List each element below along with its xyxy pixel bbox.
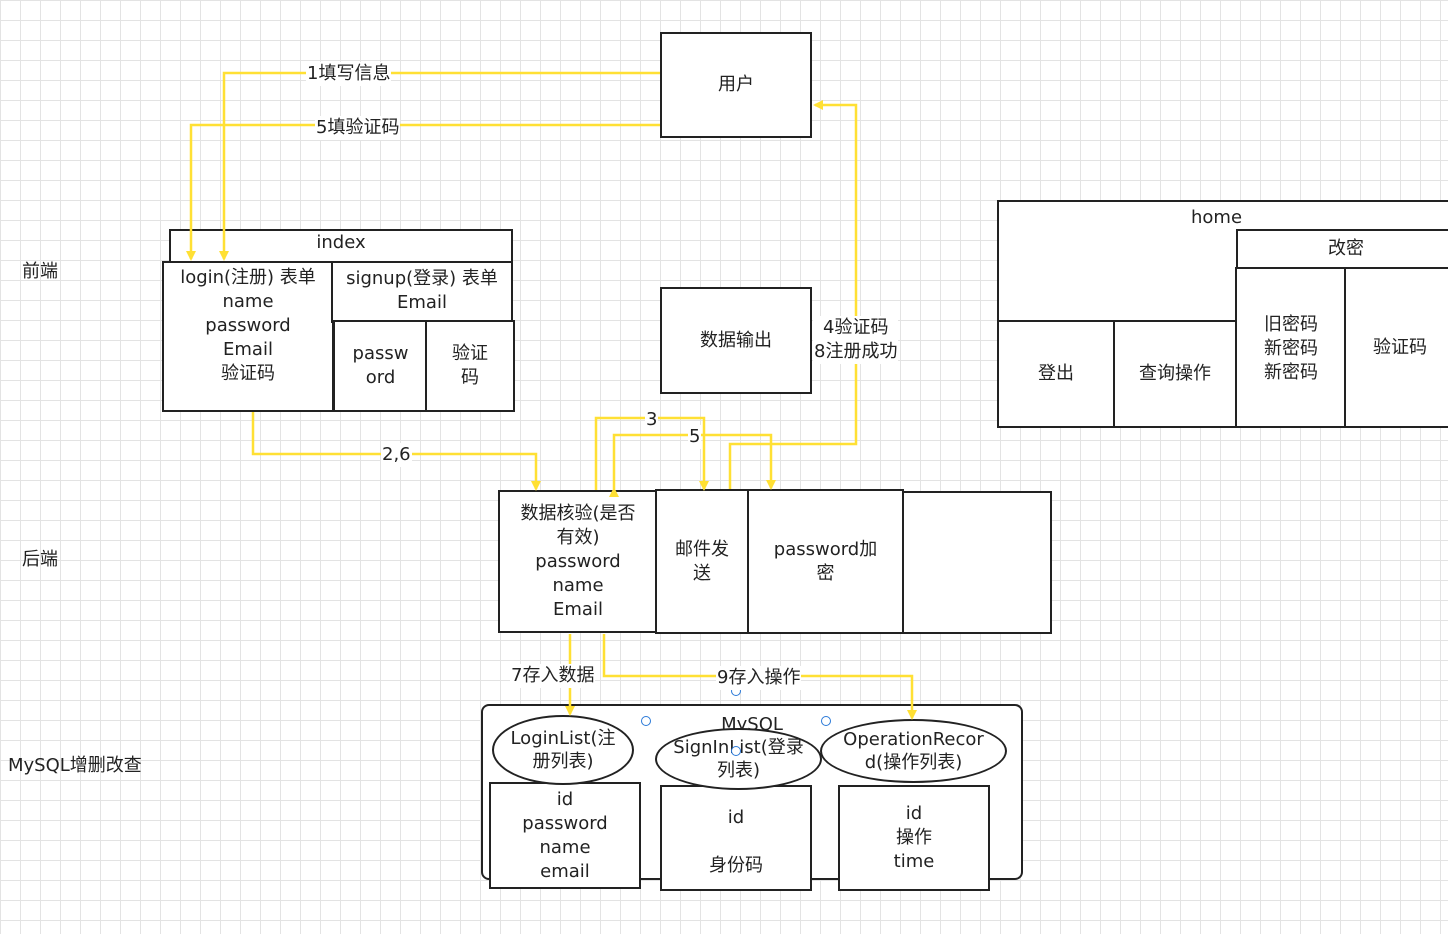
validate-box[interactable]: 数据核验(是否 有效) password name Email xyxy=(498,490,658,633)
change-password-box[interactable]: 改密 xyxy=(1236,229,1448,269)
flow-5b-label: 5 xyxy=(688,425,702,449)
login-list-ellipse[interactable]: LoginList(注 册列表) xyxy=(492,715,634,785)
login-list-fields[interactable]: id password name email xyxy=(489,782,641,889)
data-output-box[interactable]: 数据输出 xyxy=(660,287,812,394)
signup-code-box[interactable]: 验证 码 xyxy=(425,320,515,412)
flow-7-label: 7存入数据 xyxy=(510,664,596,688)
flow-48-label: 4验证码 8注册成功 xyxy=(813,316,899,364)
backend-label: 后端 xyxy=(22,549,58,570)
flow-5-label: 5填验证码 xyxy=(315,116,401,140)
op-record-fields[interactable]: id 操作 time xyxy=(838,785,990,891)
signin-list-ellipse[interactable]: SignInList(登录 列表) xyxy=(655,728,822,790)
op-record-ellipse[interactable]: OperationRecor d(操作列表) xyxy=(820,719,1007,783)
flow-9-label: 9存入操作 xyxy=(716,666,802,690)
signup-password-box[interactable]: passw ord xyxy=(333,320,428,412)
encrypt-box[interactable]: password加 密 xyxy=(747,489,904,634)
frontend-label: 前端 xyxy=(22,261,58,282)
user-box[interactable]: 用户 xyxy=(660,32,812,138)
flow-1-label: 1填写信息 xyxy=(306,62,392,86)
code-box[interactable]: 验证码 xyxy=(1344,267,1448,428)
empty-box[interactable] xyxy=(902,491,1052,634)
selection-handle[interactable] xyxy=(731,746,741,756)
login-form-box[interactable]: login(注册) 表单 name password Email 验证码 xyxy=(162,261,334,412)
flow-26-label: 2,6 xyxy=(381,443,412,467)
flow-3-label: 3 xyxy=(645,408,659,432)
logout-box[interactable]: 登出 xyxy=(997,320,1115,428)
mysql-label: MySQL增删改查 xyxy=(8,755,142,776)
selection-handle[interactable] xyxy=(821,716,831,726)
index-box[interactable]: index xyxy=(169,229,513,263)
selection-handle[interactable] xyxy=(641,716,651,726)
query-box[interactable]: 查询操作 xyxy=(1113,320,1237,428)
signup-form-box[interactable]: signup(登录) 表单 Email xyxy=(331,261,513,323)
passwords-box[interactable]: 旧密码 新密码 新密码 xyxy=(1235,267,1347,428)
mail-box[interactable]: 邮件发 送 xyxy=(655,489,749,634)
signin-list-fields[interactable]: id 身份码 xyxy=(660,785,812,891)
